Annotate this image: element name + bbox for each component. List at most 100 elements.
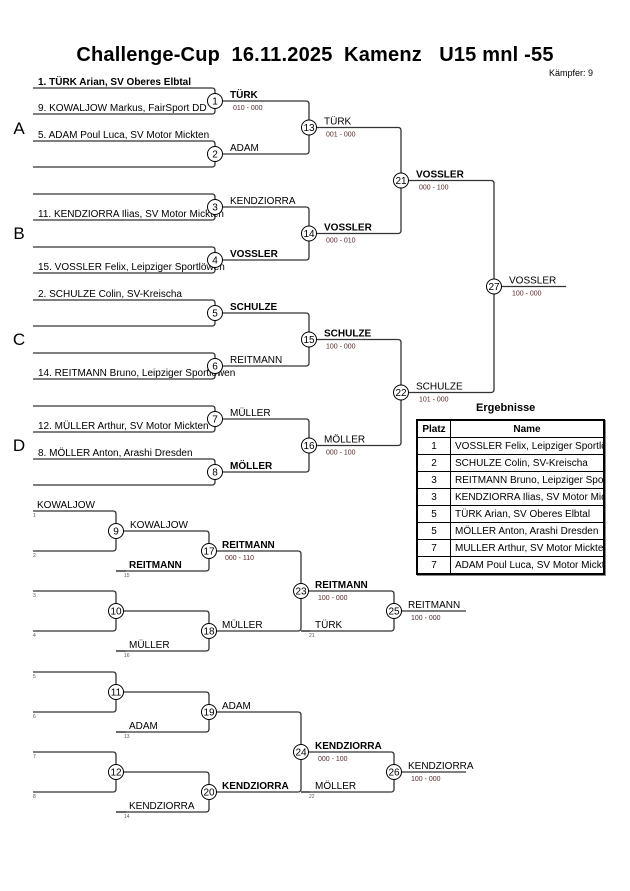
fight-number-circle [293, 744, 309, 760]
entry-name: TÜRK [315, 619, 343, 631]
winner-name: SCHULZE [230, 302, 278, 313]
entry-name: 1. TÜRK Arian, SV Oberes Elbtal [38, 75, 191, 88]
winner-name: KENDZIORRA [222, 781, 289, 792]
entry-ref: 1 [33, 513, 36, 519]
entry-name: 5. ADAM Poul Luca, SV Motor Mickten [38, 130, 209, 141]
winner-name: MÜLLER [230, 407, 271, 419]
fight-number: 9 [113, 527, 119, 538]
fight-score: 101 - 000 [419, 397, 449, 404]
repechage-r1-connector [33, 671, 117, 713]
pool-letter: A [13, 119, 25, 138]
fight-score: 000 - 010 [326, 238, 356, 245]
fight-number-circle [207, 252, 223, 268]
fight-number-circle [393, 384, 409, 401]
round1-connector [33, 299, 216, 327]
results-header-place: Platz [416, 419, 451, 438]
fight-number-circle [301, 119, 317, 136]
entry-ref: 5 [33, 674, 36, 680]
result-place: 3 [416, 471, 451, 489]
winner-name: VOSSLER [324, 223, 373, 234]
entry-name: ADAM [129, 721, 158, 732]
result-name: MULLER Arthur, SV Motor Mickten [450, 539, 605, 557]
repechage-r1-connector [33, 751, 117, 793]
semi-connector [309, 338, 402, 447]
results-header-name: Name [450, 419, 605, 438]
final-connector [401, 179, 495, 394]
fight-number: 12 [110, 768, 122, 779]
fight-score: 100 - 000 [318, 595, 348, 602]
fight-number: 14 [303, 229, 315, 240]
fight-score: 000 - 110 [225, 555, 254, 562]
fight-number-circle [301, 437, 317, 454]
fight-number-circle [207, 146, 223, 162]
winner-name: ADAM [230, 143, 259, 154]
winner-name: MÜLLER [222, 619, 263, 631]
fight-score: 000 - 100 [419, 185, 449, 192]
entry-ref: 2 [33, 553, 36, 559]
entry-name: REITMANN [129, 560, 182, 571]
fight-score: 100 - 000 [512, 291, 542, 298]
fight-number-circle [201, 543, 217, 559]
entry-ref: 15 [124, 573, 130, 579]
fight-number-circle [301, 331, 317, 348]
fighters-count: Kämpfer: 9 [549, 68, 594, 78]
entry-ref: 3 [33, 593, 36, 599]
entry-ref: 14 [124, 814, 130, 820]
fight-number-circle [207, 199, 223, 215]
fight-number-circle [207, 464, 223, 480]
fight-number: 7 [212, 415, 218, 426]
fight-number: 11 [111, 688, 122, 699]
pool-letter: B [13, 224, 24, 243]
winner-name: KENDZIORRA [230, 196, 296, 207]
fight-number-circle [486, 278, 502, 295]
final-fight-number: 27 [488, 282, 500, 293]
entry-name: KOWALJOW [37, 500, 96, 511]
semi-connector [309, 126, 402, 235]
entry-name: MÜLLER [129, 639, 170, 651]
bronze-winner-name: REITMANN [408, 600, 460, 611]
entry-name: 15. VOSSLER Felix, Leipziger Sportlöwen [38, 262, 225, 273]
fight-number-circle [201, 784, 217, 800]
fight-number-circle [386, 603, 402, 619]
result-name: SCHULZE Colin, SV-Kreischa [450, 454, 605, 472]
result-name: ADAM Poul Luca, SV Motor Mickten [450, 556, 605, 575]
fight-number: 10 [110, 607, 122, 618]
fight-number-circle [108, 764, 124, 780]
results-header-row: Platz Name [416, 419, 605, 438]
fight-number-circle [108, 684, 124, 700]
round1-connector [33, 140, 216, 168]
fight-number-circle [301, 225, 317, 242]
repechage-r1-connector [33, 590, 117, 632]
result-name: VOSSLER Felix, Leipziger Sportlöwen [450, 437, 605, 455]
pool-letter: C [13, 330, 25, 349]
result-place: 5 [416, 505, 451, 523]
fight-score: 010 - 000 [233, 105, 263, 112]
result-name: MÖLLER Anton, Arashi Dresden [450, 522, 605, 540]
entry-ref: 13 [124, 734, 130, 740]
entry-ref: 6 [33, 714, 36, 720]
entry-ref: 16 [124, 653, 130, 659]
fight-number: 8 [212, 468, 218, 479]
fight-number-circle [207, 358, 223, 374]
fight-number: 2 [212, 150, 218, 161]
fight-number-circle [207, 305, 223, 321]
winner-name: KOWALJOW [130, 520, 189, 531]
result-place: 2 [416, 454, 451, 472]
fight-score: 100 - 000 [326, 344, 356, 351]
result-place: 5 [416, 522, 451, 540]
fight-number-circle [386, 764, 402, 780]
winner-name: SCHULZE [324, 329, 372, 340]
fight-number: 15 [303, 335, 315, 346]
result-name: KENDZIORRA Ilias, SV Motor Mickten [450, 488, 605, 506]
fight-number: 23 [295, 587, 307, 598]
results-title: Ergebnisse [476, 402, 536, 414]
entry-name: KENDZIORRA [129, 801, 195, 812]
